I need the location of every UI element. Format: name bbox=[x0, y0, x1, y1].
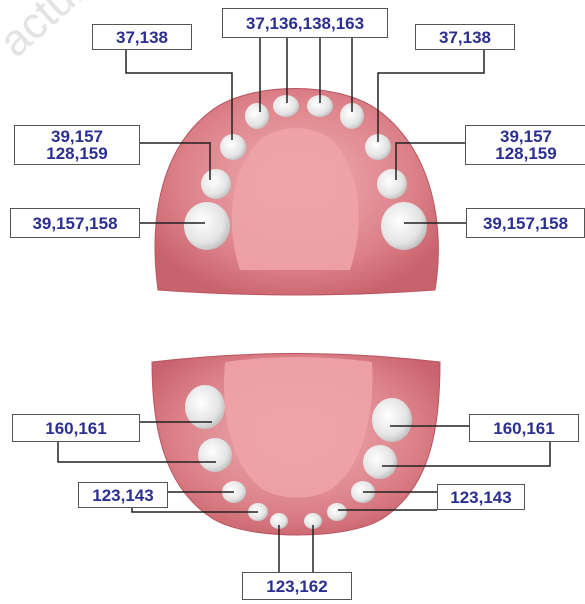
lower-canine-right bbox=[327, 503, 347, 521]
upper-premolar-left-2 bbox=[201, 169, 231, 199]
label-lower-molar-right: 160,161 bbox=[469, 414, 579, 442]
label-upper-premolar-left: 39,157 128,159 bbox=[14, 125, 140, 165]
label-upper-molar-right-text: 39,157,158 bbox=[483, 215, 568, 232]
label-upper-canine-right-text: 37,138 bbox=[439, 29, 491, 46]
label-lower-molar-right-text: 160,161 bbox=[493, 420, 554, 437]
label-upper-premolar-left-line2: 128,159 bbox=[46, 145, 107, 162]
label-upper-molar-left-text: 39,157,158 bbox=[32, 215, 117, 232]
label-upper-premolar-right: 39,157 128,159 bbox=[465, 125, 585, 165]
label-upper-premolar-right-line1: 39,157 bbox=[500, 128, 552, 145]
label-lower-molar-left: 160,161 bbox=[12, 414, 140, 442]
upper-molar-right bbox=[381, 202, 427, 250]
label-upper-molar-right: 39,157,158 bbox=[466, 208, 585, 238]
upper-arch bbox=[155, 89, 438, 296]
upper-premolar-left-1 bbox=[220, 134, 246, 160]
label-upper-incisors: 37,136,138,163 bbox=[222, 8, 388, 38]
label-lower-premolar-left: 123,143 bbox=[78, 482, 168, 508]
label-lower-premolar-left-text: 123,143 bbox=[92, 487, 153, 504]
label-upper-canine-right: 37,138 bbox=[415, 24, 515, 50]
label-upper-premolar-right-line2: 128,159 bbox=[495, 145, 556, 162]
label-lower-incisors: 123,162 bbox=[242, 572, 352, 600]
lower-molar-right-2 bbox=[363, 445, 397, 479]
upper-premolar-right-2 bbox=[377, 169, 407, 199]
label-lower-premolar-right-text: 123,143 bbox=[450, 489, 511, 506]
label-lower-premolar-right: 123,143 bbox=[437, 484, 525, 510]
label-upper-canine-left-text: 37,138 bbox=[116, 29, 168, 46]
label-lower-incisors-text: 123,162 bbox=[266, 578, 327, 595]
upper-molar-left bbox=[184, 202, 230, 250]
upper-canine-left bbox=[245, 103, 269, 129]
label-upper-canine-left: 37,138 bbox=[92, 24, 192, 50]
lower-molar-right-1 bbox=[372, 398, 412, 442]
label-upper-incisors-text: 37,136,138,163 bbox=[246, 15, 364, 32]
label-lower-molar-left-text: 160,161 bbox=[45, 420, 106, 437]
upper-incisor-1 bbox=[273, 95, 299, 117]
label-upper-premolar-left-line1: 39,157 bbox=[51, 128, 103, 145]
label-upper-molar-left: 39,157,158 bbox=[10, 208, 140, 238]
lower-molar-left-2 bbox=[198, 438, 232, 472]
lower-arch bbox=[152, 354, 440, 536]
